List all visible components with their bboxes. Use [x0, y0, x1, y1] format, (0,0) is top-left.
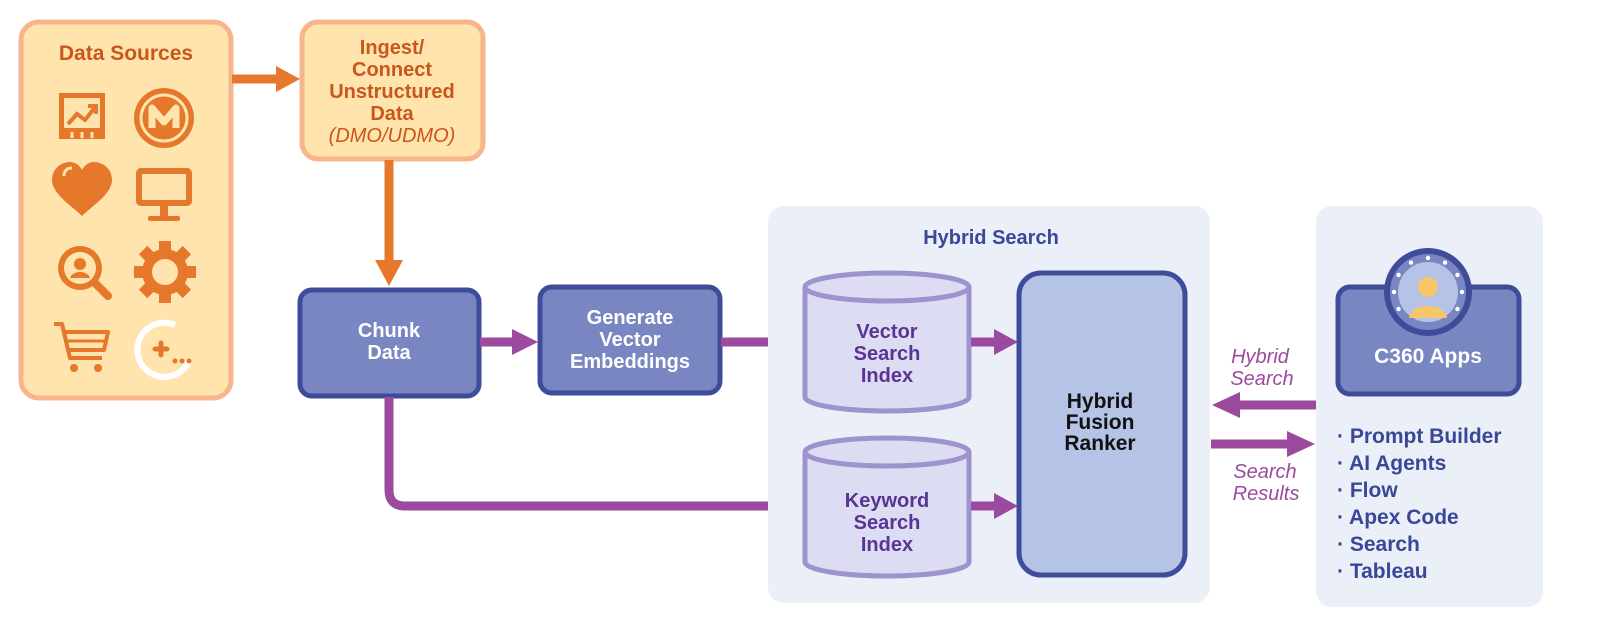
arrow-chunk-to-keyword: [384, 397, 800, 519]
embed-label-2: Vector: [599, 329, 660, 351]
ranker-label-3: Ranker: [1064, 432, 1135, 455]
c360-apps-title: C360 Apps: [1374, 345, 1482, 368]
keyword-search-index: [802, 435, 972, 579]
c360-app-item: · Flow: [1337, 479, 1398, 502]
arrow-chunk-to-embed: [480, 329, 538, 355]
keyword-index-label-3: Index: [861, 534, 913, 556]
embed-label-1: Generate: [587, 307, 674, 329]
arrow-hybrid-to-c360: [1211, 431, 1315, 457]
arrow-keyword-to-ranker: [971, 493, 1018, 519]
search-person-icon: [58, 246, 112, 300]
add-more-icon: [134, 319, 192, 380]
c360-app-item: · Tableau: [1337, 560, 1428, 583]
c360-app-item: · AI Agents: [1337, 452, 1446, 475]
c360-app-item: · Prompt Builder: [1337, 425, 1502, 448]
vector-search-index: [802, 270, 972, 414]
c360-app-item: · Search: [1337, 533, 1420, 556]
embeddings-box: [537, 284, 723, 396]
monitor-icon: [136, 168, 192, 221]
chunk-label-2: Data: [367, 342, 411, 364]
chunk-label-1: Chunk: [358, 320, 421, 342]
vector-index-label-3: Index: [861, 365, 913, 387]
gear-icon: [134, 241, 196, 303]
chart-icon: [59, 93, 105, 139]
search-results-arrow-label-1: Search: [1233, 461, 1296, 483]
arrow-c360-to-hybrid: [1212, 392, 1316, 418]
arrow-vector-to-ranker: [971, 329, 1018, 355]
data-sources-panel: [18, 19, 234, 401]
ingest-label-5: (DMO/UDMO): [329, 125, 456, 147]
ingest-label-2: Connect: [352, 59, 432, 81]
ingest-box: [299, 19, 486, 162]
hybrid-search-title: Hybrid Search: [923, 227, 1059, 249]
embed-label-3: Embeddings: [570, 351, 690, 373]
arrow-ingest-to-chunk: [375, 160, 403, 286]
hybrid-search-arrow-label-1: Hybrid: [1231, 346, 1290, 368]
ingest-label-4: Data: [370, 103, 414, 125]
ingest-label-3: Unstructured: [329, 81, 455, 103]
keyword-index-label-2: Search: [854, 512, 921, 534]
hybrid-search-arrow-label-2: Search: [1230, 368, 1293, 390]
search-results-arrow-label-2: Results: [1233, 483, 1300, 505]
vector-index-label-2: Search: [854, 343, 921, 365]
avatar-icon: [1384, 248, 1472, 336]
arrow-sources-to-ingest: [232, 66, 300, 92]
heart-icon: [52, 162, 112, 216]
chunk-data-box: [297, 287, 482, 399]
ranker-label-2: Fusion: [1066, 411, 1135, 434]
c360-app-item: · Apex Code: [1337, 506, 1459, 529]
cart-icon: [54, 322, 110, 372]
ranker-label-1: Hybrid: [1067, 390, 1134, 413]
hybrid-fusion-ranker: [1016, 270, 1188, 578]
mulesoft-icon: [134, 88, 194, 148]
data-sources-title: Data Sources: [59, 42, 193, 65]
ingest-label-1: Ingest/: [360, 37, 425, 59]
keyword-index-label-1: Keyword: [845, 490, 929, 512]
vector-index-label-1: Vector: [856, 321, 917, 343]
